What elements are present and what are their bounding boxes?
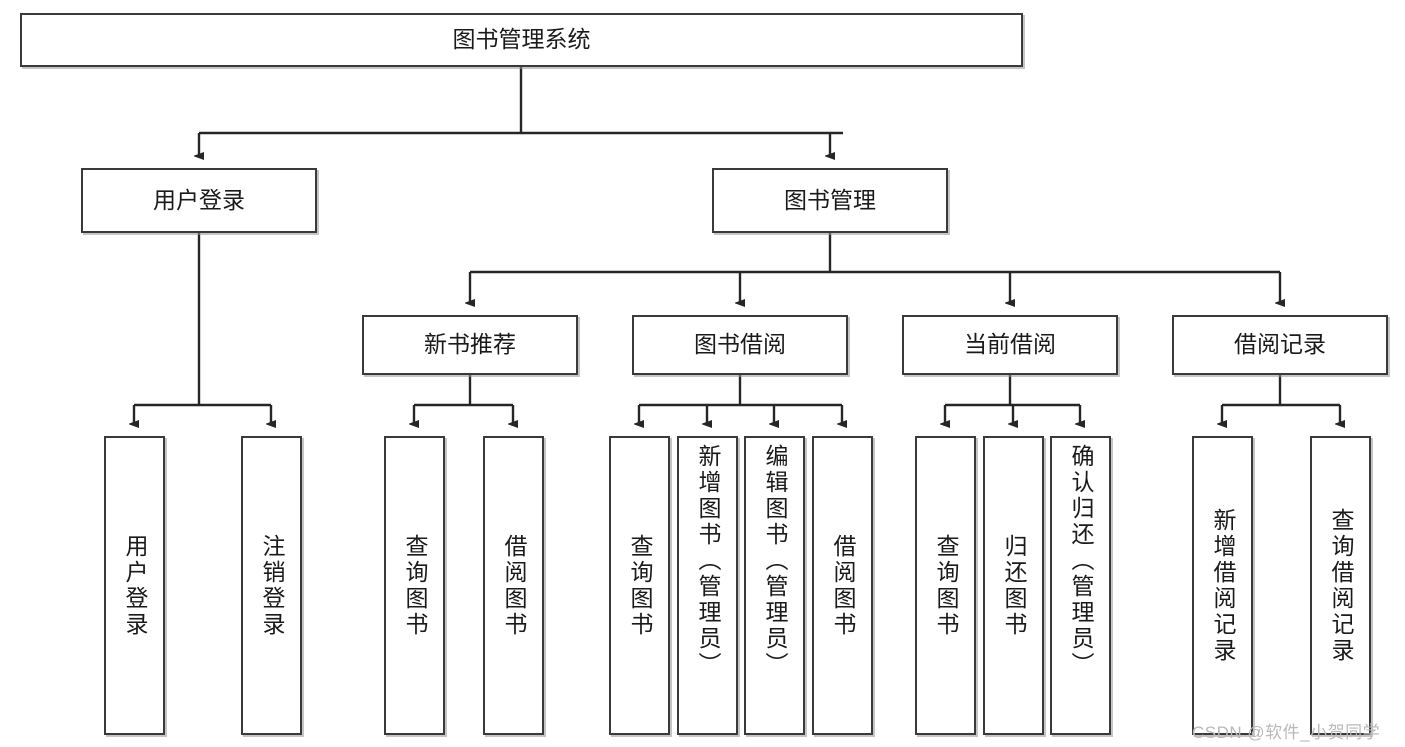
leaf-br-add-record-label: 新增借阅记录: [1210, 507, 1236, 664]
leaf-bb-borrow-book[interactable]: 借阅图书: [812, 436, 873, 735]
node-current-borrow-label: 当前借阅: [964, 331, 1056, 358]
leaf-bb-query-book[interactable]: 查询图书: [609, 436, 670, 735]
leaf-br-add-record[interactable]: 新增借阅记录: [1192, 436, 1253, 735]
leaf-user-login[interactable]: 用户登录: [104, 436, 165, 735]
leaf-bb-query-book-label: 查询图书: [627, 533, 653, 638]
node-root[interactable]: 图书管理系统: [20, 13, 1023, 67]
node-user-login-label: 用户登录: [153, 186, 245, 213]
node-book-borrow-label: 图书借阅: [694, 331, 786, 358]
node-new-book-recommend-label: 新书推荐: [424, 331, 516, 358]
leaf-cb-confirm-return-admin[interactable]: 确认归还（管理员）: [1050, 436, 1111, 735]
leaf-nb-borrow-book-label: 借阅图书: [501, 533, 527, 638]
leaf-logout-label: 注销登录: [259, 533, 285, 638]
leaf-user-login-label: 用户登录: [122, 533, 148, 638]
leaf-br-query-record[interactable]: 查询借阅记录: [1310, 436, 1371, 735]
node-user-login[interactable]: 用户登录: [81, 168, 317, 233]
leaf-bb-edit-book-admin-label: 编辑图书（管理员）: [762, 444, 788, 678]
node-borrow-record-label: 借阅记录: [1234, 331, 1326, 358]
csdn-watermark: CSDN @软件_小贺同学: [1192, 723, 1381, 742]
leaf-cb-confirm-return-admin-label: 确认归还（管理员）: [1068, 444, 1094, 678]
leaf-cb-query-book-label: 查询图书: [933, 533, 959, 638]
node-book-manage[interactable]: 图书管理: [712, 168, 948, 233]
node-new-book-recommend[interactable]: 新书推荐: [362, 315, 578, 375]
leaf-cb-return-book-label: 归还图书: [1001, 533, 1027, 638]
node-root-label: 图书管理系统: [452, 26, 591, 53]
leaf-bb-edit-book-admin[interactable]: 编辑图书（管理员）: [744, 436, 805, 735]
leaf-cb-return-book[interactable]: 归还图书: [983, 436, 1044, 735]
leaf-bb-add-book-admin[interactable]: 新增图书（管理员）: [677, 436, 738, 735]
node-current-borrow[interactable]: 当前借阅: [902, 315, 1118, 375]
node-book-manage-label: 图书管理: [784, 186, 876, 213]
leaf-logout[interactable]: 注销登录: [241, 436, 302, 735]
leaf-nb-borrow-book[interactable]: 借阅图书: [483, 436, 544, 735]
node-book-borrow[interactable]: 图书借阅: [632, 315, 848, 375]
leaf-bb-borrow-book-label: 借阅图书: [830, 533, 856, 638]
leaf-nb-query-book[interactable]: 查询图书: [384, 436, 445, 735]
leaf-bb-add-book-admin-label: 新增图书（管理员）: [695, 444, 721, 678]
leaf-br-query-record-label: 查询借阅记录: [1328, 507, 1354, 664]
node-borrow-record[interactable]: 借阅记录: [1172, 315, 1388, 375]
leaf-cb-query-book[interactable]: 查询图书: [915, 436, 976, 735]
leaf-nb-query-book-label: 查询图书: [402, 533, 428, 638]
